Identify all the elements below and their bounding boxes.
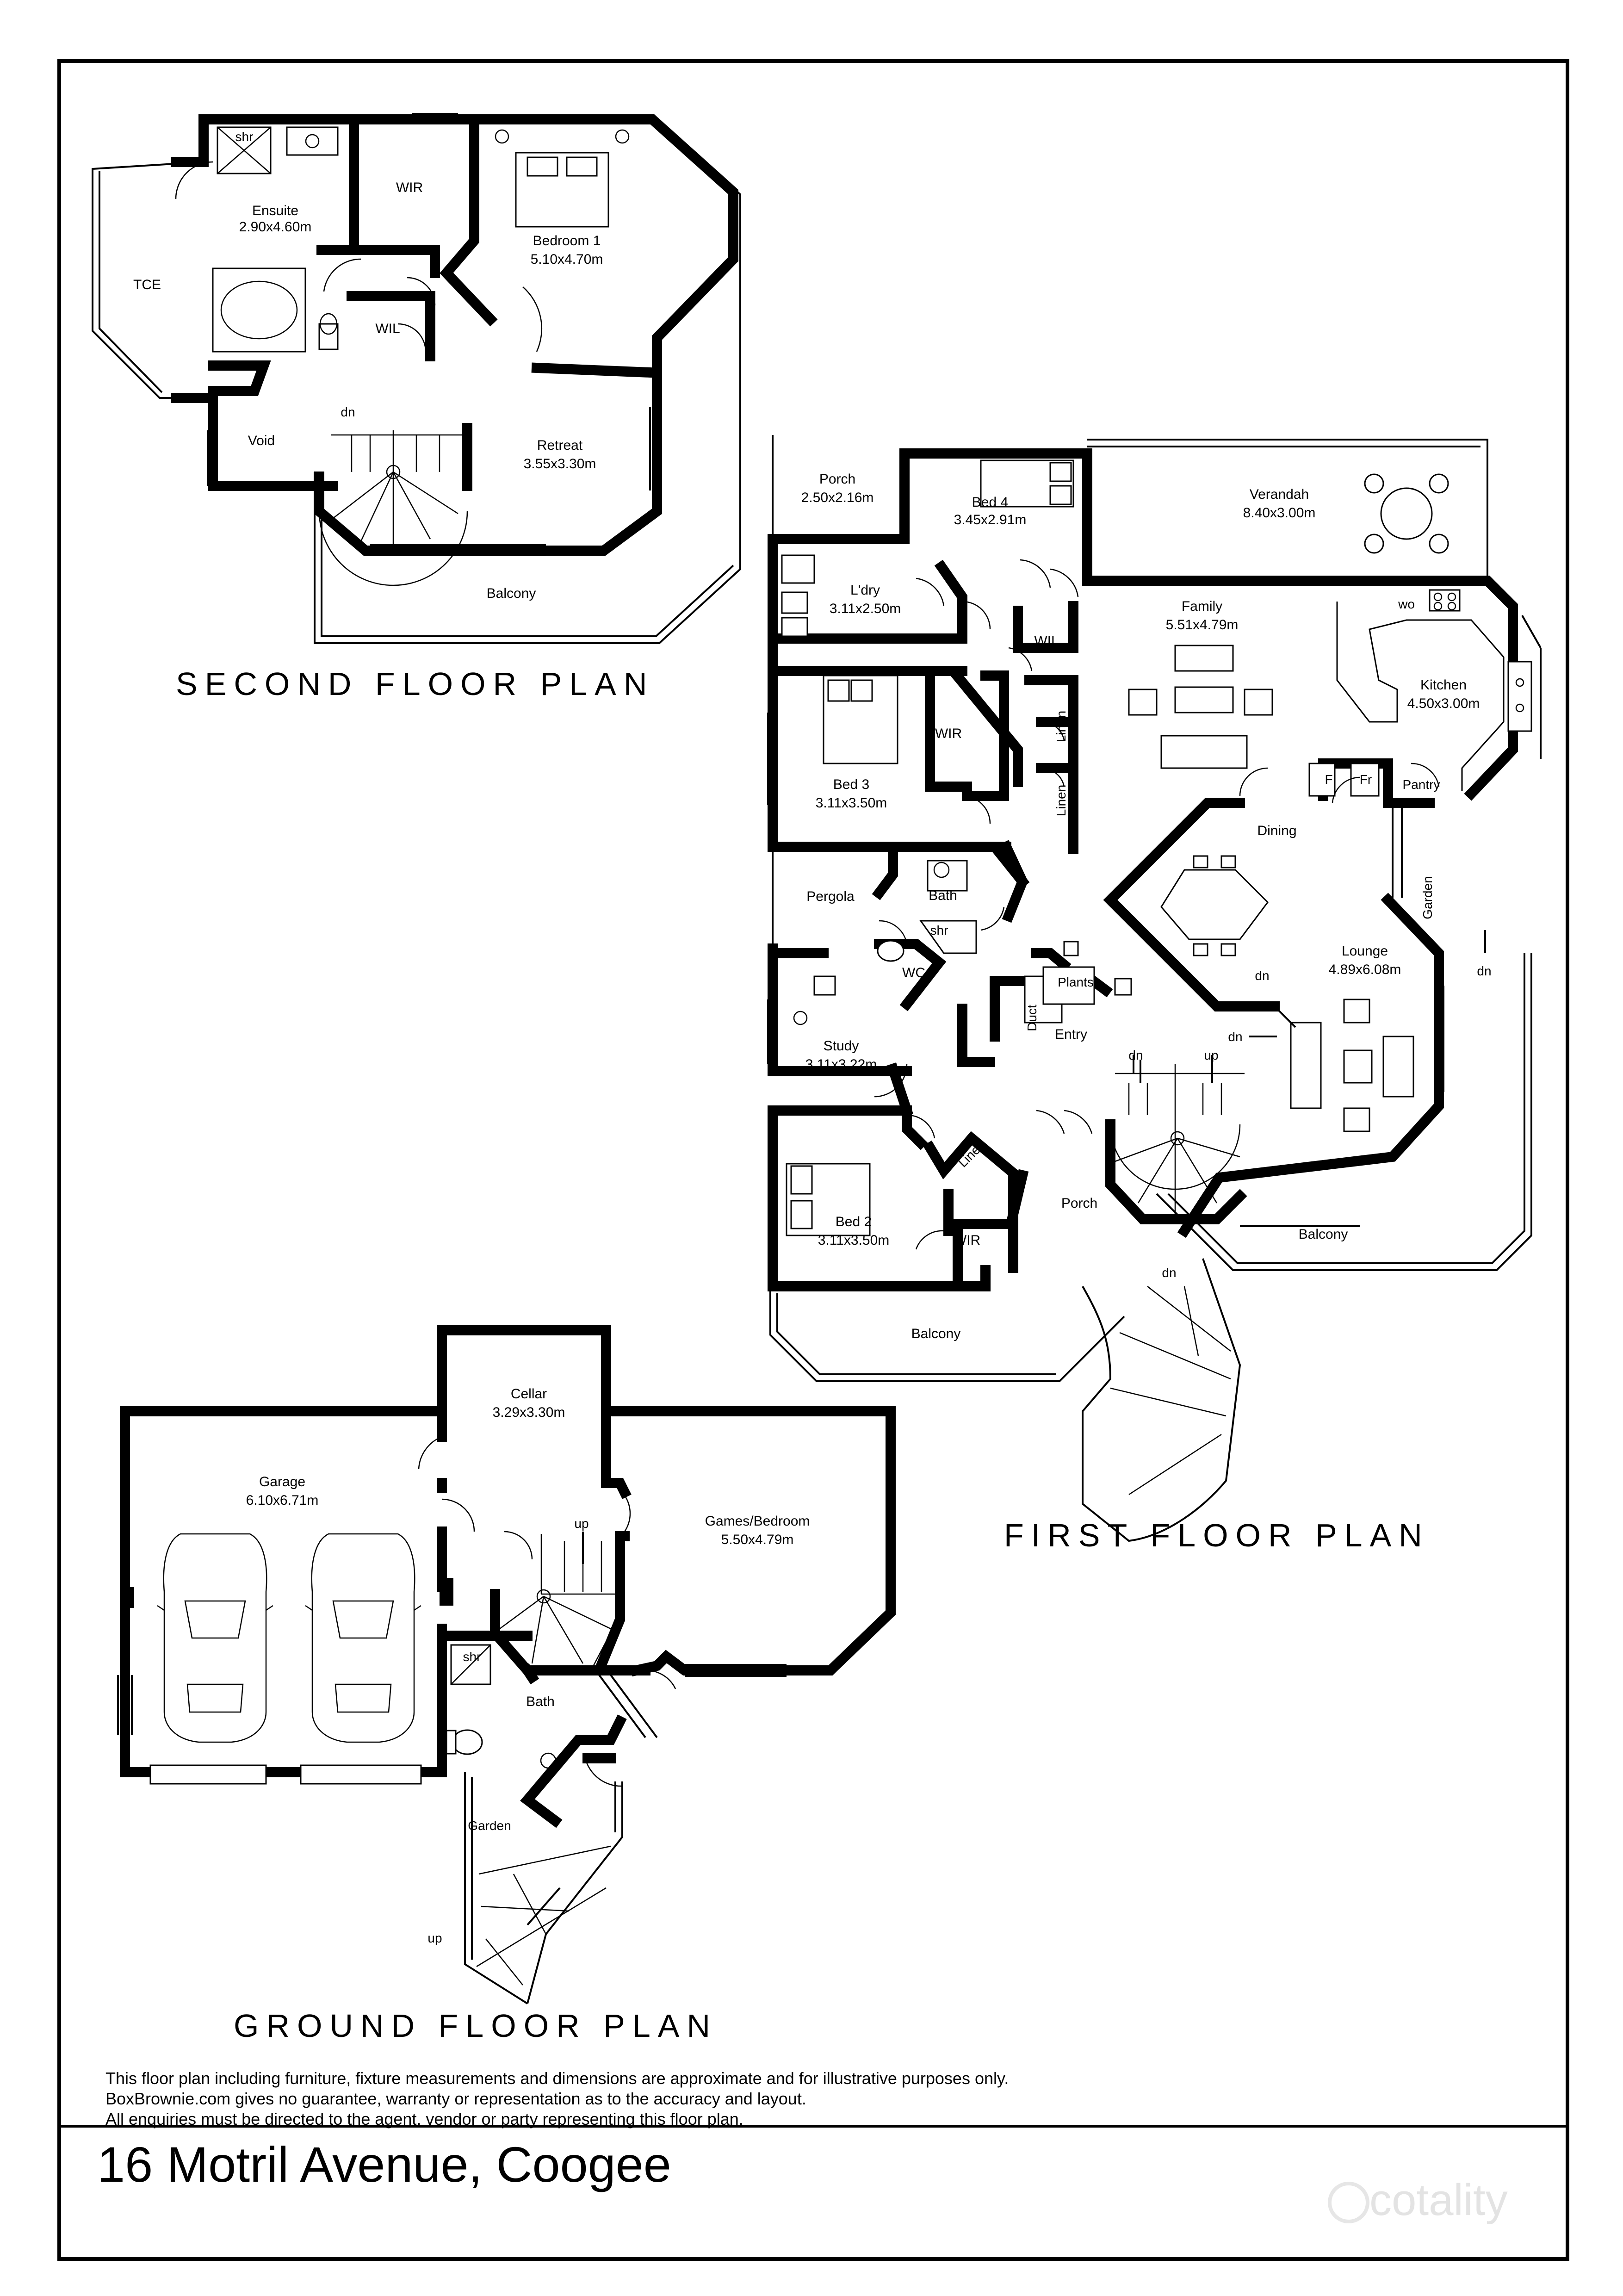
first-balcony-right-name: Balcony	[1299, 1227, 1348, 1242]
outdoor-stair-dn-label: dn	[1162, 1266, 1176, 1280]
second-floor-title: SECOND FLOOR PLAN	[176, 666, 654, 702]
garden-dn-label: dn	[1477, 964, 1491, 978]
first-balcony-left-name: Balcony	[911, 1326, 961, 1341]
retreat-dims: 3.55x3.30m	[524, 456, 596, 472]
bed2-dims: 3.11x3.50m	[818, 1233, 890, 1248]
pantry-label: Pantry	[1403, 777, 1440, 792]
disclaimer-line: BoxBrownie.com gives no guarantee, warra…	[105, 2089, 806, 2108]
disclaimer: This floor plan including furniture, fix…	[105, 2068, 1009, 2129]
disclaimer-line: All enquiries must be directed to the ag…	[105, 2110, 743, 2128]
first-shower-label: shr	[930, 923, 948, 937]
games-dims: 5.50x4.79m	[721, 1532, 794, 1547]
terrace-name: TCE	[133, 277, 161, 292]
first-porch-name: Porch	[1061, 1196, 1097, 1211]
verandah-name: Verandah	[1250, 487, 1309, 502]
fridge-label: F	[1325, 772, 1332, 787]
bed4-name: Bed 4	[972, 495, 1008, 510]
linen-1-label: Linen	[1054, 711, 1068, 743]
bed3-dims: 3.11x3.50m	[816, 795, 887, 811]
ground-stair-up-label: up	[574, 1516, 588, 1531]
ground-floor-title: GROUND FLOOR PLAN	[234, 2008, 718, 2044]
ground-bath-name: Bath	[526, 1694, 555, 1709]
wood-oven-label: wo	[1398, 597, 1415, 611]
laundry-name: L'dry	[850, 583, 880, 598]
garage-dims: 6.10x6.71m	[246, 1493, 319, 1508]
lounge-dn-label: dn	[1255, 968, 1269, 983]
linen-2-label: Linen	[1054, 785, 1068, 817]
dining-name: Dining	[1257, 823, 1296, 838]
lounge-dims: 4.89x6.08m	[1329, 962, 1401, 977]
wc-name: WC	[902, 965, 925, 980]
laundry-dims: 3.11x2.50m	[830, 601, 901, 616]
family-dims: 5.51x4.79m	[1166, 617, 1239, 633]
stair-dn-label: dn	[1128, 1048, 1143, 1062]
ground-floor-plan: Cellar 3.29x3.30m Garage 6.10x6.71m up G…	[117, 1325, 896, 2004]
family-name: Family	[1182, 599, 1222, 614]
watermark-logo-icon	[1328, 2182, 1369, 2223]
second-wir-name: WIR	[396, 180, 423, 195]
freezer-label: Fr	[1360, 772, 1372, 787]
duct-label: Duct	[1025, 1005, 1039, 1031]
second-stair-dn-label: dn	[341, 405, 355, 419]
bed2-wir-name: WIR	[954, 1233, 980, 1248]
cellar-dims: 3.29x3.30m	[493, 1405, 565, 1420]
ground-garden-label: Garden	[468, 1818, 511, 1833]
disclaimer-line: This floor plan including furniture, fix…	[105, 2069, 1009, 2088]
first-floor-plan: Porch 2.50x2.16m Bed 4 3.45x2.91m Verand…	[767, 435, 1542, 1542]
entry-dn-label: dn	[1228, 1030, 1242, 1044]
property-address: 16 Motril Avenue, Coogee	[97, 2136, 671, 2192]
study-name: Study	[824, 1038, 859, 1054]
second-wil-name: WIL	[375, 321, 400, 336]
garage-name: Garage	[259, 1474, 305, 1489]
plants-label: Plants	[1058, 975, 1094, 989]
ensuite-name: Ensuite	[252, 203, 298, 218]
page-frame	[57, 59, 1569, 2261]
lounge-name: Lounge	[1342, 943, 1388, 959]
second-floor-plan: shr Ensuite 2.90x4.60m WIR Bedroom 1 5.1…	[92, 113, 741, 644]
bed3-wir-name: WIR	[935, 726, 962, 741]
first-garden-label: Garden	[1420, 876, 1435, 919]
bed4-dims: 3.45x2.91m	[954, 512, 1027, 527]
bed2-name: Bed 2	[836, 1214, 872, 1229]
first-floor-title: FIRST FLOOR PLAN	[1004, 1517, 1430, 1553]
first-porch-top-dims: 2.50x2.16m	[801, 490, 874, 505]
first-bath-name: Bath	[929, 888, 957, 903]
void-name: Void	[248, 433, 275, 448]
entry-name: Entry	[1055, 1027, 1087, 1042]
watermark-text: cotality	[1369, 2175, 1508, 2225]
ensuite-shower-label: shr	[235, 130, 254, 144]
second-balcony-name: Balcony	[487, 586, 536, 601]
bedroom1-name: Bedroom 1	[533, 233, 601, 248]
bed3-name: Bed 3	[833, 777, 869, 792]
cellar-name: Cellar	[511, 1386, 547, 1402]
retreat-name: Retreat	[537, 438, 583, 453]
kitchen-name: Kitchen	[1420, 677, 1467, 693]
verandah-dims: 8.40x3.00m	[1243, 505, 1316, 521]
stair-up-label: up	[1204, 1048, 1218, 1062]
study-dims: 3.11x3.22m	[805, 1057, 877, 1072]
bedroom1-dims: 5.10x4.70m	[531, 252, 603, 267]
ensuite-dims: 2.90x4.60m	[239, 219, 312, 235]
pergola-name: Pergola	[806, 889, 855, 904]
outdoor-stair-up-label: up	[427, 1931, 442, 1945]
first-wil-name: WIL	[1034, 633, 1059, 649]
first-porch-top-name: Porch	[819, 472, 855, 487]
games-name: Games/Bedroom	[705, 1514, 810, 1529]
ground-shower-label: shr	[463, 1650, 481, 1664]
kitchen-dims: 4.50x3.00m	[1407, 696, 1480, 711]
